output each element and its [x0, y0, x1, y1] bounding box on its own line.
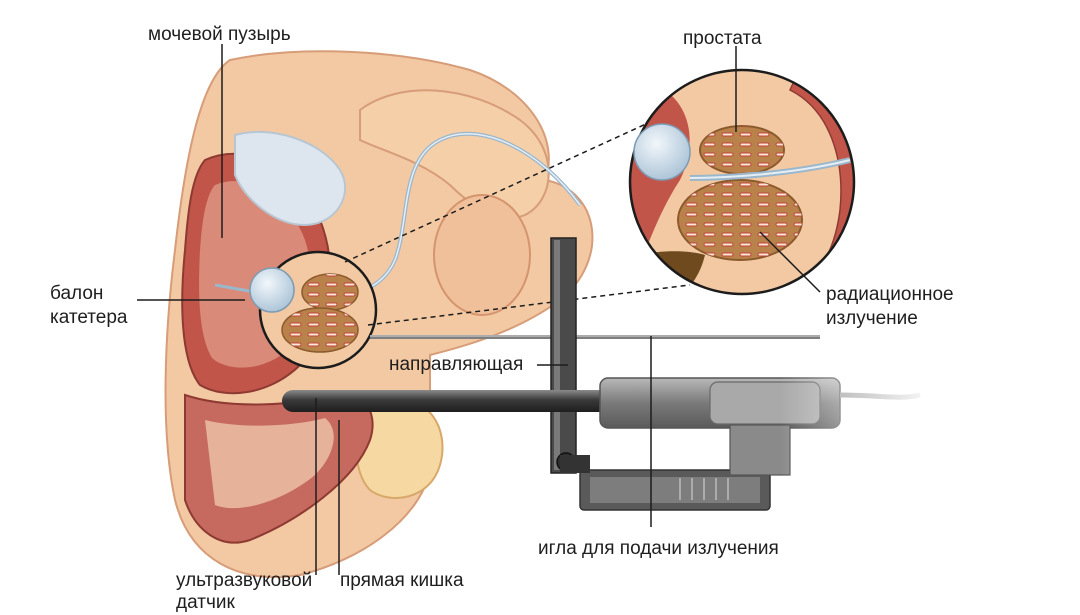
- instrument-assembly: [282, 237, 940, 530]
- label-balloon-line2: катетера: [50, 307, 128, 328]
- leader-lines: [137, 44, 821, 575]
- label-ultrasound-line1: ультразвуковой: [176, 570, 313, 591]
- label-needle: игла для подачи излучения: [538, 538, 779, 559]
- label-radiation-line1: радиационное: [826, 284, 954, 305]
- label-radiation-line2: излучение: [826, 308, 918, 329]
- label-rectum: прямая кишка: [340, 570, 464, 591]
- zoom-connectors: [344, 122, 691, 326]
- label-bladder: мочевой пузырь: [148, 24, 291, 45]
- zoom-circle: [628, 68, 856, 296]
- label-guide: направляющая: [389, 354, 524, 375]
- anatomy-section: [164, 50, 594, 579]
- label-prostate: простата: [683, 28, 762, 49]
- label-balloon-line1: балон: [50, 283, 104, 304]
- label-ultrasound-line2: датчик: [176, 592, 235, 613]
